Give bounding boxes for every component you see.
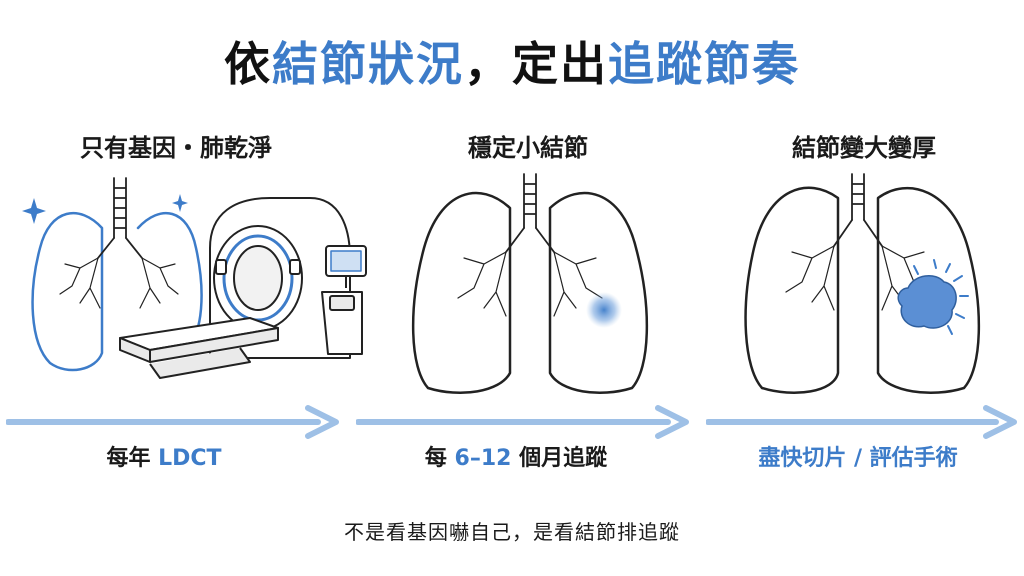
stage-1-action-highlight: LDCT [158,446,222,471]
nodule-icon [586,292,622,328]
ct-scanner-icon [119,197,367,379]
timeline-arrow-1 [6,405,339,439]
sparkle-icon [22,194,188,224]
stage-3-action: 盡快切片 / 評估手術 [758,446,958,471]
stage-2-action-highlight: 6–12 [454,446,512,471]
stage-2-action-suffix: 個月追蹤 [519,446,608,471]
stage-2-action: 每 6–12 個月追蹤 [356,440,676,472]
stage-1-action-prefix: 每年 [106,446,151,471]
stage-3-heading: 結節變大變厚 [792,134,936,162]
page-title: 依結節狀況，定出追蹤節奏 [0,28,1024,94]
timeline-arrow-3 [706,405,1017,439]
title-part-4: 追蹤節奏 [608,37,800,91]
title-part-1: 依 [224,37,272,91]
footer-caption: 不是看基因嚇自己，是看結節排追蹤 [344,520,680,544]
stage-1-action: 每年 LDCT [4,440,324,472]
nodule-icon [897,259,969,335]
timeline-arrow-2 [356,405,689,439]
stage-3-illustration [744,173,981,395]
lungs-icon [411,173,649,395]
stage-2-action-prefix: 每 [424,446,447,471]
title-part-2: 結節狀況 [272,37,464,91]
stage-2-illustration [411,173,649,395]
title-part-3: ，定出 [464,37,608,91]
stage-1-illustration [22,177,367,379]
lungs-icon [744,173,981,395]
stage-1-heading: 只有基因・肺乾淨 [80,134,272,162]
stage-2-heading: 穩定小結節 [468,134,588,162]
